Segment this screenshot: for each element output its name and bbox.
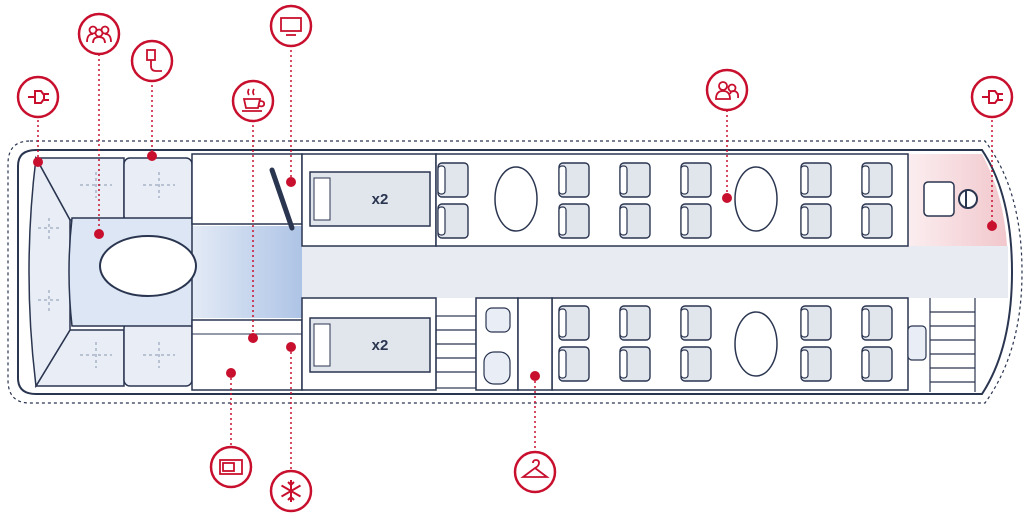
lounge-table bbox=[99, 235, 197, 297]
coat-hanger-icon bbox=[513, 450, 557, 494]
seat bbox=[558, 162, 590, 198]
bed-top-label: x2 bbox=[372, 191, 389, 208]
seat bbox=[619, 162, 651, 198]
steering-wheel bbox=[958, 189, 978, 209]
driver-seat bbox=[923, 181, 955, 217]
seat bbox=[861, 305, 893, 341]
snowflake-icon bbox=[269, 469, 313, 513]
microwave-icon bbox=[209, 445, 253, 489]
galley-bottom bbox=[191, 319, 303, 391]
lounge-aisle bbox=[190, 226, 302, 318]
seat bbox=[800, 203, 832, 239]
wc-sink bbox=[485, 307, 511, 333]
seat bbox=[437, 203, 469, 239]
aisle bbox=[300, 246, 1008, 298]
seat bbox=[800, 346, 832, 382]
seat bbox=[680, 162, 712, 198]
seat bbox=[800, 162, 832, 198]
group-lounge-icon bbox=[77, 12, 121, 56]
stairs-front-right bbox=[929, 298, 976, 392]
seats bbox=[437, 162, 893, 382]
seat bbox=[558, 305, 590, 341]
bed-top-pillow bbox=[313, 177, 331, 221]
seat bbox=[861, 203, 893, 239]
sofa-marks bbox=[38, 172, 175, 368]
table-top-2 bbox=[734, 166, 778, 232]
seat bbox=[861, 162, 893, 198]
driver-area bbox=[908, 154, 1007, 246]
tv-panel bbox=[269, 167, 295, 231]
leader-lines bbox=[37, 45, 993, 472]
power-outlet-icon bbox=[970, 75, 1014, 119]
seat bbox=[800, 305, 832, 341]
seating-area-bottom bbox=[551, 297, 909, 391]
seat bbox=[680, 203, 712, 239]
galley-top bbox=[191, 153, 303, 225]
seat bbox=[558, 203, 590, 239]
guide-seat bbox=[907, 325, 927, 361]
usb-port-icon bbox=[130, 39, 174, 83]
seat bbox=[619, 203, 651, 239]
seat bbox=[619, 305, 651, 341]
target-dots bbox=[33, 151, 997, 381]
bed-bottom-pillow bbox=[313, 323, 331, 367]
wc-toilet bbox=[483, 351, 511, 385]
wardrobe bbox=[517, 297, 553, 391]
table-bottom-1 bbox=[734, 311, 778, 377]
tv-screen-icon bbox=[269, 4, 313, 48]
seat bbox=[619, 346, 651, 382]
seat bbox=[861, 346, 893, 382]
seat bbox=[558, 346, 590, 382]
seat bbox=[437, 162, 469, 198]
bed-bottom-label: x2 bbox=[372, 337, 389, 354]
seating-area-icon bbox=[705, 68, 749, 112]
coffee-cup-icon bbox=[231, 79, 275, 123]
seat bbox=[680, 346, 712, 382]
power-outlet-icon bbox=[16, 75, 60, 119]
rear-lounge bbox=[28, 155, 193, 389]
table-top-1 bbox=[494, 166, 538, 232]
seat bbox=[680, 305, 712, 341]
